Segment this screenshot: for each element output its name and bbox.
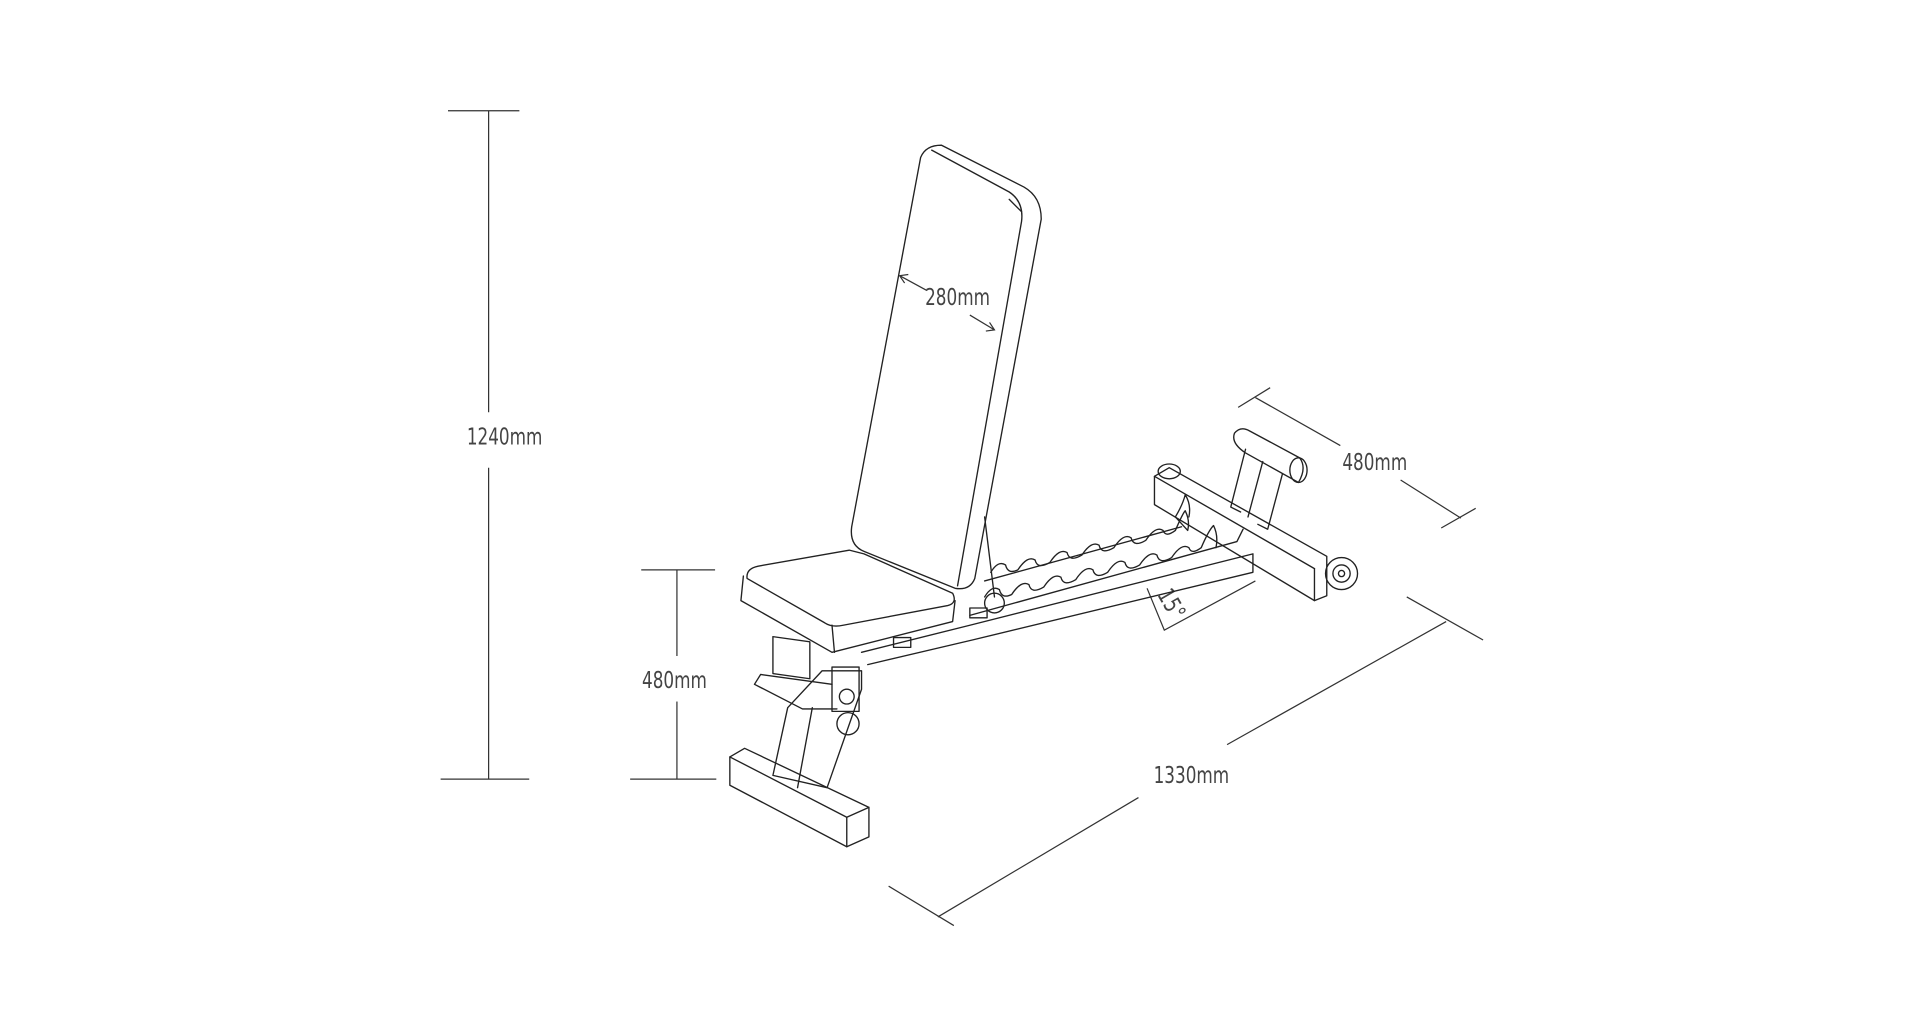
backrest-width-arrow [899,275,928,292]
leg-plate [831,666,860,713]
angle-label: 15° [1152,584,1191,624]
front-foot [729,747,870,848]
seat-height-label: 480mm [642,666,707,694]
crossbar-edge [1153,475,1316,570]
height-dimension: 1240mm [440,110,543,780]
leg-knob [836,711,860,736]
foot-roller [1233,428,1304,484]
angle-dimension: 15° [1146,580,1256,632]
dimension-line [1255,397,1341,447]
dimension-line [1400,479,1462,519]
seat-top [746,549,955,627]
ladder-teeth-front [983,524,1218,598]
length-dimension: 1330mm [888,596,1484,927]
leg-post [772,670,863,789]
frame-rail [860,494,1254,666]
adjustment-pin [983,592,1005,614]
seat [740,549,956,653]
roller-support [1230,448,1247,513]
backrest-support [983,516,996,598]
foot-roller-end [1289,457,1308,484]
roller-support [1247,460,1264,518]
dimension-tick [1237,387,1271,408]
foot-edge [729,756,848,818]
dimension-tick [1440,507,1476,529]
rear-crossbar [1153,467,1328,602]
foot-edge [846,806,870,818]
width-label: 480mm [1342,448,1407,476]
width-dimension: 480mm [1237,387,1476,529]
seat-mount [892,636,912,649]
seat-height-dimension: 480mm [630,569,717,780]
height-label: 1240mm [467,423,543,451]
wheel-axle [1337,569,1346,578]
wheel-hub [1332,564,1351,583]
leg-edge [796,707,813,789]
front-handle [753,673,838,710]
dimension-line [937,797,1139,918]
ladder-rail [969,528,1244,617]
backrest-width-label: 280mm [925,283,990,311]
leg-knob [838,688,855,705]
angle-bracket [1146,580,1256,632]
roller-support [1257,473,1284,530]
front-leg [729,635,912,848]
dimension-tick [888,885,955,927]
dimension-tick [1406,596,1484,641]
backrest-width-arrow [969,314,995,331]
backrest: 280mm [850,144,1042,598]
seat-side [740,575,956,653]
rear-cap [1157,463,1181,480]
backrest-outline [850,144,1042,590]
seat-bracket [772,635,811,680]
rear-base [1153,428,1359,602]
wheel [1324,556,1359,591]
main-rail [860,553,1254,666]
pin-bracket [969,607,988,619]
ladder-teeth-back [990,494,1191,573]
backrest-inner-edge [931,149,1023,587]
arrow-head [898,273,909,284]
ladder-rail-back [983,526,1183,582]
dimension-line [1226,621,1447,746]
backrest-face [1008,198,1023,213]
arrow-head [985,322,996,332]
length-label: 1330mm [1154,761,1230,789]
